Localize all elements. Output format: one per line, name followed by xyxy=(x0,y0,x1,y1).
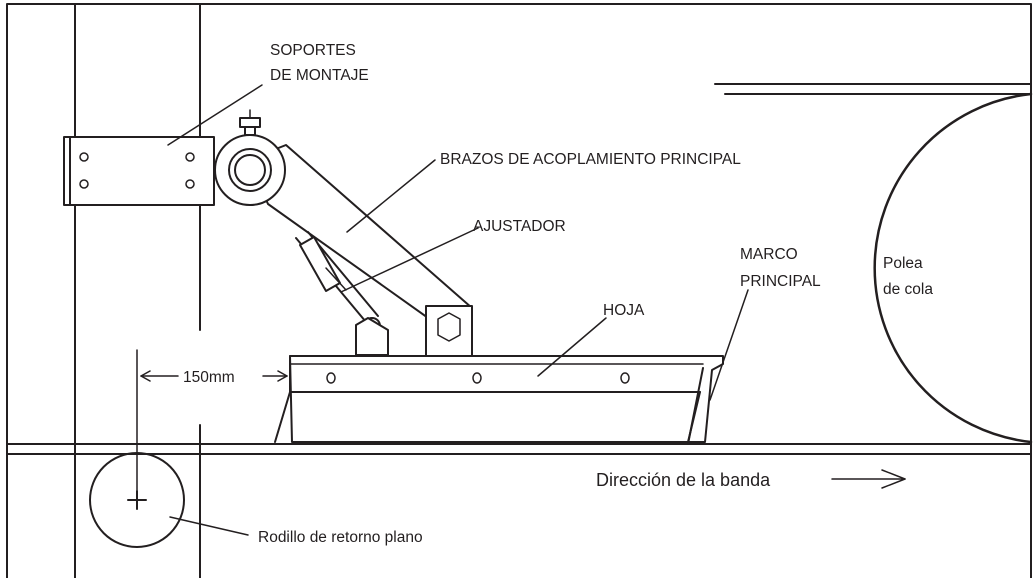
belt-direction-arrow xyxy=(831,469,906,489)
adjuster-label: AJUSTADOR xyxy=(473,218,566,235)
return-roller-label: Rodillo de retorno plano xyxy=(258,529,423,546)
belt-direction-label: Dirección de la banda xyxy=(596,470,771,490)
belt-lines xyxy=(6,443,1032,455)
distance-label: 150mm xyxy=(183,369,235,386)
mounting-bracket xyxy=(63,136,215,206)
mounting-brackets-label-2: DE MONTAJE xyxy=(270,67,369,84)
leader-lines xyxy=(167,84,749,536)
main-frame-label-1: MARCO xyxy=(740,246,798,263)
mounting-brackets-label-1: SOPORTES xyxy=(270,42,356,59)
pulley-label-1: Polea xyxy=(883,255,923,272)
distance-dimension: 150mm xyxy=(136,349,288,491)
main-arms-label: BRAZOS DE ACOPLAMIENTO PRINCIPAL xyxy=(440,151,741,168)
diagram-border xyxy=(6,3,1032,578)
upper-belt-lines xyxy=(714,83,1032,95)
blade-mount-plates xyxy=(355,305,473,357)
main-frame-label-2: PRINCIPAL xyxy=(740,273,821,290)
blade-label: HOJA xyxy=(603,302,645,319)
pulley-label-2: de cola xyxy=(883,281,933,298)
pivot-hub xyxy=(214,109,286,206)
tail-pulley xyxy=(873,92,1033,444)
blade xyxy=(274,355,724,445)
